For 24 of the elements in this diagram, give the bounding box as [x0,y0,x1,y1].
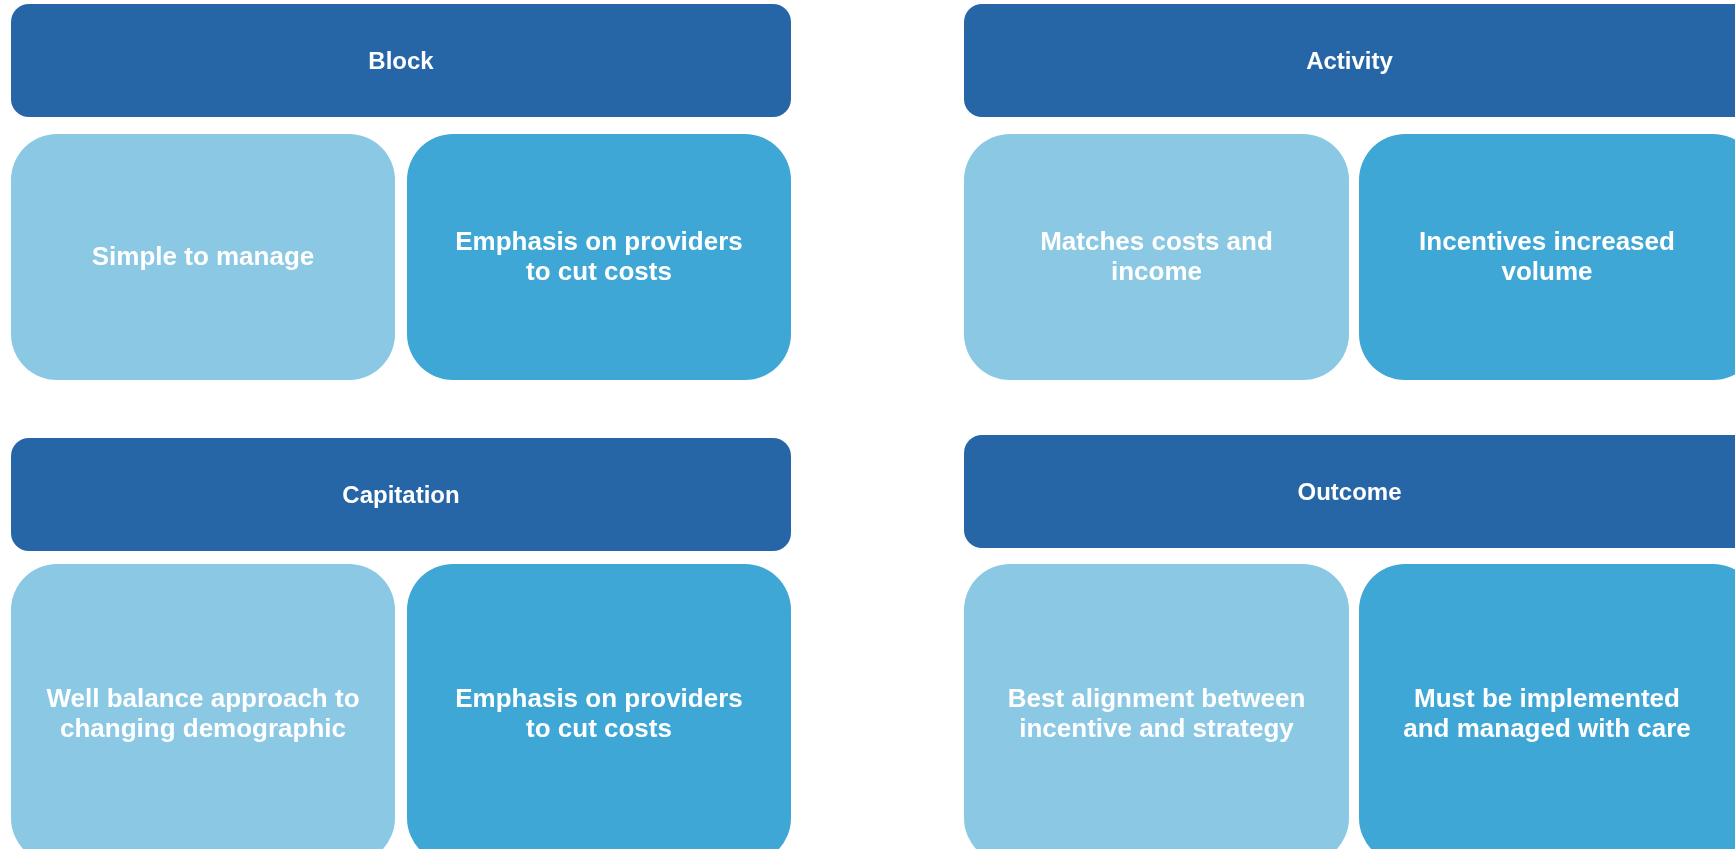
header-bar [11,438,791,551]
card-text: Incentives increased volume [1418,227,1676,287]
info-card [11,564,395,849]
card-text: Simple to manage [91,242,315,272]
card-text: Outcome [1297,477,1402,506]
header-bar [964,4,1735,117]
header-bar [11,4,791,117]
info-card [964,134,1349,380]
card-text: Well balance approach to changing demographic [45,684,361,744]
info-card [1359,564,1735,849]
header-bar [964,435,1735,548]
card-text: Best alignment between incentive and strategy [1006,684,1307,744]
info-card [1359,134,1735,380]
card-text: Must be implemented and managed with care [1402,684,1692,744]
card-text: Matches costs and income [1039,227,1274,287]
card-text: Emphasis on providers to cut costs [454,227,744,287]
card-text: Block [368,46,434,75]
info-card [407,134,791,380]
info-card [964,564,1349,849]
info-card [11,134,395,380]
card-text: Activity [1306,46,1393,75]
card-text: Capitation [342,480,460,509]
info-card [407,564,791,849]
card-text: Emphasis on providers to cut costs [454,684,744,744]
